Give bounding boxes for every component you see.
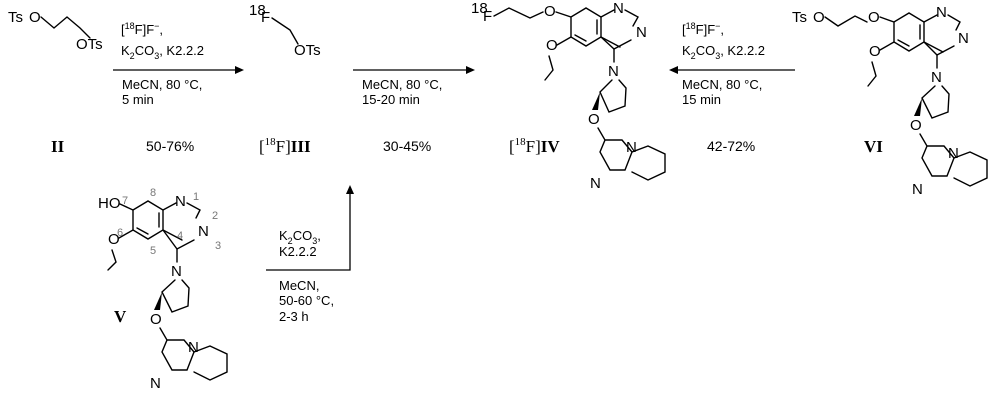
condition-line-2: 15 min — [682, 92, 721, 107]
svg-text:O: O — [869, 43, 881, 60]
reagent-bracket: [ — [121, 22, 125, 37]
svg-text:K2CO3,: K2CO3, — [279, 228, 321, 246]
position-number: 3 — [215, 240, 221, 252]
condition-line-2: K2.2.2 — [279, 244, 317, 259]
svg-text:Ts: Ts — [792, 9, 807, 26]
reaction-arrow-3 — [669, 66, 795, 74]
yield-step-2: 30-45% — [383, 138, 431, 154]
svg-text:F: F — [483, 8, 492, 25]
compound-III-structure: 18 F OTs — [249, 2, 321, 59]
ots-label: OTs — [294, 42, 321, 59]
svg-text:O: O — [150, 311, 162, 328]
ots-label: OTs — [76, 36, 103, 53]
svg-text:K2CO3, K2.2.2: K2CO3, K2.2.2 — [682, 43, 765, 61]
svg-text:O: O — [910, 117, 922, 134]
condition-line-1: MeCN, 80 °C, — [682, 77, 762, 92]
compound-IV-structure: 18 F O N N O N O N N — [471, 0, 666, 192]
svg-text:N: N — [150, 375, 161, 392]
svg-text:N: N — [198, 223, 209, 240]
hydroxy-label: HO — [98, 195, 121, 212]
svg-text:N: N — [636, 24, 647, 41]
svg-text:N: N — [626, 139, 637, 156]
compound-V-structure: HO N N O N O N N 1 2 3 4 5 6 7 8 — [98, 187, 228, 392]
reaction-arrow-1 — [113, 66, 244, 74]
reagent-block-3: [18F]F−, K2CO3, K2.2.2 MeCN, 80 °C, 15 m… — [682, 21, 765, 107]
compound-label-VI: VI — [864, 137, 883, 156]
svg-text:N: N — [912, 181, 923, 198]
yield-step-1: 50-76% — [146, 138, 194, 154]
position-number: 1 — [193, 191, 199, 203]
svg-text:N: N — [958, 30, 969, 47]
iso-label: 18 — [249, 2, 266, 19]
condition-line-1: MeCN, 80 °C, — [362, 77, 442, 92]
svg-text:O: O — [108, 231, 120, 248]
svg-text:O: O — [546, 37, 558, 54]
compound-II-structure: Ts O OTs — [8, 9, 103, 53]
reagent-block-2: MeCN, 80 °C, 15-20 min — [362, 77, 442, 107]
svg-text:[18F]F−,: [18F]F−, — [682, 21, 724, 37]
compound-label-III: [18F]III — [259, 136, 311, 156]
compound-VI-structure: Ts O O N N O N O N N — [792, 4, 988, 198]
svg-text:N: N — [931, 69, 942, 86]
oxygen-label: O — [29, 9, 41, 26]
reagent-block-4: K2CO3, K2.2.2 MeCN, 50-60 °C, 2-3 h — [279, 228, 334, 324]
condition-line-2: 15-20 min — [362, 92, 420, 107]
condition-line-3: MeCN, — [279, 278, 319, 293]
svg-text:[18F]F−,: [18F]F−, — [121, 21, 163, 37]
svg-text:N: N — [613, 0, 624, 17]
position-number: 8 — [150, 187, 156, 199]
reaction-arrow-4 — [266, 185, 354, 271]
compound-label-V: V — [114, 307, 127, 326]
svg-text:O: O — [588, 111, 600, 128]
reaction-arrow-2 — [353, 66, 475, 74]
svg-text:N: N — [936, 4, 947, 21]
ts-label: Ts — [8, 9, 23, 26]
fluorine-label: F — [261, 9, 270, 26]
condition-line-1: MeCN, 80 °C, — [122, 77, 202, 92]
position-number: 6 — [117, 227, 123, 239]
position-number: 5 — [150, 245, 156, 257]
position-number: 4 — [177, 230, 183, 242]
svg-text:N: N — [171, 263, 182, 280]
svg-text:N: N — [948, 145, 959, 162]
svg-text:O: O — [544, 3, 556, 20]
reagent-base-line: K2CO3, K2.2.2 — [121, 43, 204, 61]
condition-line-4: 50-60 °C, — [279, 293, 334, 308]
svg-text:N: N — [175, 193, 186, 210]
position-number: 7 — [122, 195, 128, 207]
position-number: 2 — [212, 210, 218, 222]
compound-label-II: II — [51, 137, 65, 156]
svg-text:18: 18 — [471, 0, 488, 17]
svg-text:O: O — [868, 9, 880, 26]
compound-label-IV: [18F]IV — [509, 136, 560, 156]
svg-text:N: N — [590, 175, 601, 192]
reagent-block-1: [18F]F−, K2CO3, K2.2.2 MeCN, 80 °C, 5 mi… — [121, 21, 204, 107]
svg-text:O: O — [813, 9, 825, 26]
yield-step-3: 42-72% — [707, 138, 755, 154]
svg-text:N: N — [188, 339, 199, 356]
svg-text:N: N — [608, 63, 619, 80]
condition-line-5: 2-3 h — [279, 309, 309, 324]
condition-line-2: 5 min — [122, 92, 154, 107]
